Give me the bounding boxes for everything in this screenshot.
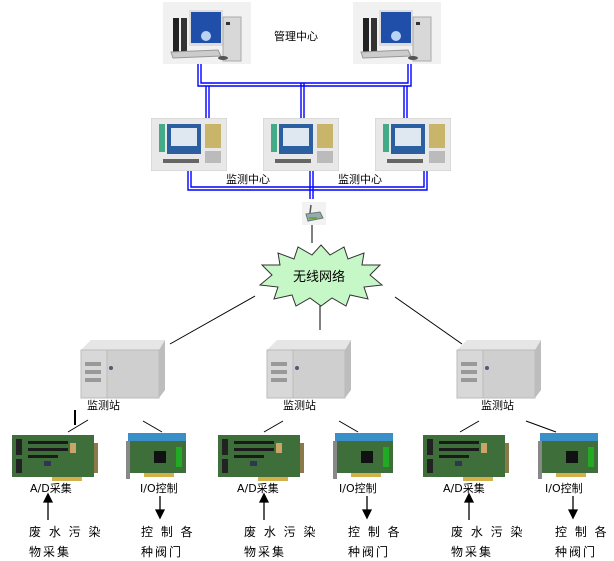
io-description: 控 制 各 xyxy=(141,525,195,539)
desktop-computer-icon xyxy=(163,2,251,64)
monitoring-terminal-icon xyxy=(375,118,451,171)
monitoring-center-label: 监测中心 xyxy=(338,173,382,186)
ad-description: 物采集 xyxy=(29,545,72,559)
io-card-label: I/O控制 xyxy=(545,482,583,495)
io-description: 种阀门 xyxy=(348,545,391,559)
io-description: 控 制 各 xyxy=(555,525,609,539)
server-icon xyxy=(456,340,541,399)
ad-description: 废 水 污 染 xyxy=(29,525,103,539)
ad-description: 物采集 xyxy=(244,545,287,559)
station-label: 监测站 xyxy=(87,399,120,412)
management-bus xyxy=(197,63,412,118)
ad-description: 废 水 污 染 xyxy=(451,525,525,539)
ad-card-icon xyxy=(218,435,304,481)
link-station-3 xyxy=(394,296,463,345)
server-icon xyxy=(266,340,351,399)
io-card-icon xyxy=(538,433,598,479)
monitoring-terminal-icon xyxy=(151,118,227,171)
io-description: 种阀门 xyxy=(141,545,184,559)
ad-card-label: A/D采集 xyxy=(237,482,279,495)
io-card-label: I/O控制 xyxy=(339,482,377,495)
wireless-network-cloud xyxy=(258,244,384,307)
management-center-label: 管理中心 xyxy=(274,30,318,43)
io-card-icon xyxy=(126,433,186,479)
io-description: 控 制 各 xyxy=(348,525,402,539)
link-station-1 xyxy=(169,295,256,345)
io-card-label: I/O控制 xyxy=(140,482,178,495)
io-card-icon xyxy=(333,433,393,479)
wireless-router-icon xyxy=(302,202,326,225)
ad-card-label: A/D采集 xyxy=(443,482,485,495)
monitoring-center-label: 监测中心 xyxy=(226,173,270,186)
ad-card-icon xyxy=(12,435,98,481)
station-label: 监测站 xyxy=(283,399,316,412)
ad-card-label: A/D采集 xyxy=(30,482,72,495)
desktop-computer-icon xyxy=(353,2,441,64)
station-label: 监测站 xyxy=(481,399,514,412)
server-icon xyxy=(80,340,165,399)
ad-description: 废 水 污 染 xyxy=(244,525,318,539)
monitoring-bus xyxy=(187,170,428,199)
ad-description: 物采集 xyxy=(451,545,494,559)
monitoring-terminal-icon xyxy=(263,118,339,171)
ad-card-icon xyxy=(423,435,509,481)
io-description: 种阀门 xyxy=(555,545,598,559)
wireless-network-label: 无线网络 xyxy=(293,270,346,285)
